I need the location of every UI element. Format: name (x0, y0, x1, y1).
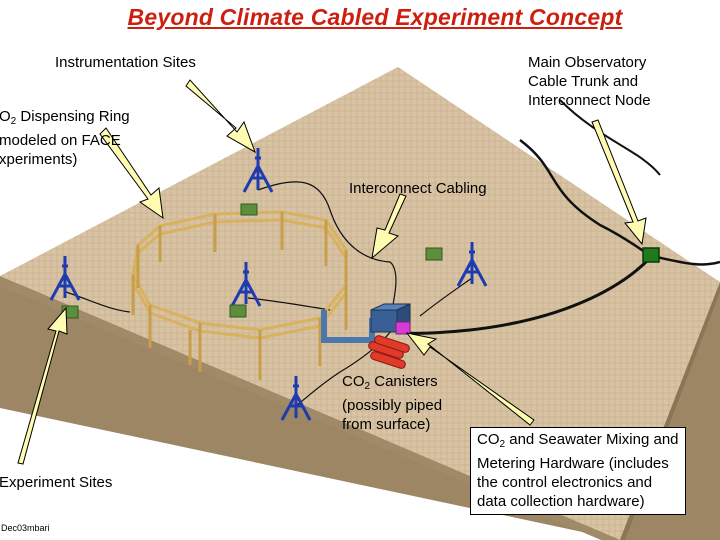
co2-ring-prefix: O (0, 108, 11, 125)
mixing-line4: data collection hardware) (477, 493, 645, 510)
callout-arrows (17, 79, 647, 465)
interconnect-cabling-label: Interconnect Cabling (349, 180, 487, 197)
seafloor-plane (0, 67, 720, 540)
instrument-tower (242, 148, 274, 193)
co2-ring-sub: 2 (10, 116, 17, 127)
canisters-line1: CO2 Canisters (342, 372, 442, 396)
experiment-sites-label: Experiment Sites (0, 474, 113, 491)
main-trunk-cable (519, 139, 653, 258)
instrument-tower (49, 256, 81, 301)
page-title: Beyond Climate Cabled Experiment Concept (127, 4, 623, 30)
mixing-line1: CO2 and Seawater Mixing and (477, 430, 679, 454)
canisters-suffix: Canisters (370, 373, 438, 390)
canisters-line3: from surface) (342, 416, 431, 433)
canisters-sub: 2 (364, 381, 371, 392)
seafloor-edge (0, 276, 620, 540)
date-stamp: Dec03mbari (1, 523, 50, 533)
canisters-prefix: CO (342, 373, 365, 390)
co2-canisters (368, 335, 410, 369)
mixing-hardware (321, 303, 411, 343)
main-observatory-line1: Main Observatory (528, 54, 647, 71)
co2-ring-suffix: Dispensing Ring (16, 108, 130, 125)
mixing-hardware-label: CO2 and Seawater Mixing and Metering Har… (470, 427, 686, 515)
instrument-tower (456, 242, 488, 287)
mixing-sub: 2 (499, 439, 506, 450)
main-observatory-line3: Interconnect Node (528, 92, 651, 109)
observatory-node (642, 247, 660, 263)
mixing-line2: Metering Hardware (includes (477, 455, 669, 472)
main-observatory-label: Main Observatory Cable Trunk and Interco… (528, 53, 651, 110)
canisters-line2: (possibly piped (342, 397, 443, 414)
instrument-tower (280, 376, 312, 421)
mixing-line3: the control electronics and (477, 474, 653, 491)
trunk-cable-branch (559, 99, 661, 176)
co2-canisters-label: CO2 Canisters (possibly piped from surfa… (342, 372, 442, 434)
co2-ring-line1: O2 Dispensing Ring (0, 107, 130, 131)
main-observatory-line2: Cable Trunk and (528, 73, 639, 90)
co2-dispensing-ring (131, 210, 348, 380)
instrument-tower (230, 262, 262, 307)
mixing-prefix: CO (477, 431, 500, 448)
main-trunk-cable-south (404, 254, 654, 335)
co2-ring-line2: modeled on FACE (0, 132, 121, 149)
co2-ring-line3: xperiments) (0, 151, 78, 168)
co2-ring-label: O2 Dispensing Ring modeled on FACE xperi… (0, 107, 130, 169)
mixing-suffix: and Seawater Mixing and (505, 431, 679, 448)
instrumentation-sites-label: Instrumentation Sites (55, 54, 196, 71)
